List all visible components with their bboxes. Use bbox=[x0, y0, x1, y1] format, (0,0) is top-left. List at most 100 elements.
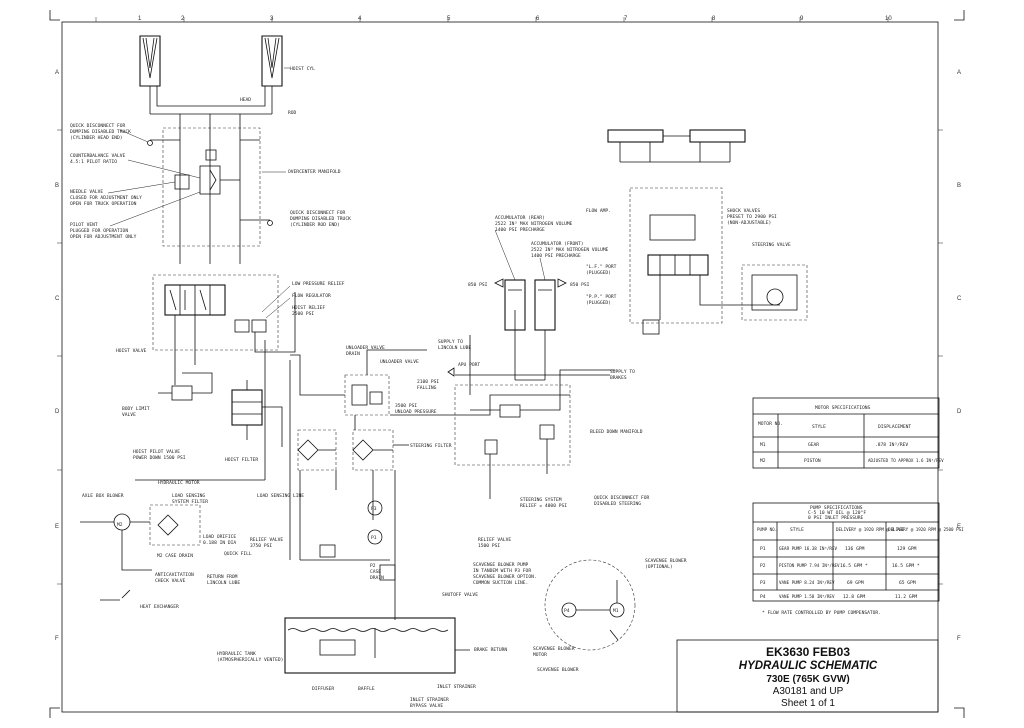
pump-cell: 16.5 GPM * bbox=[840, 563, 868, 569]
scavenge-labels: RELIEF VALVE 1500 PSI SCAVENGE BLOWER PU… bbox=[473, 537, 687, 673]
label-hoist-pilot: HOIST PILOT VALVE bbox=[133, 449, 180, 455]
label-apu-port: APU PORT bbox=[458, 362, 480, 368]
label-line: COMMON SUCTION LINE. bbox=[473, 580, 528, 586]
label-p2-case: P2 bbox=[370, 563, 376, 569]
overcenter-labels: QUICK DISCONNECT FOR DUMPING DISABLED TR… bbox=[70, 123, 351, 240]
label-supply-brakes: SUPPLY TO bbox=[610, 369, 635, 375]
motor-cell: ADJUSTED TO APPROX 1.6 IN³/REV bbox=[868, 458, 944, 463]
label-line: OPEN FOR TRUCK OPERATION bbox=[70, 201, 137, 207]
label-line: 1400 PSI PRECHARGE bbox=[495, 227, 545, 233]
body-limit-and-pilot: BODY LIMIT VALVE HOIST PILOT VALVE POWER… bbox=[122, 372, 283, 463]
label-m2-case: M2 CASE DRAIN bbox=[157, 553, 193, 559]
label-flow-regulator: FLOW REGULATOR bbox=[292, 293, 331, 299]
label-hydraulic-tank: HYDRAULIC TANK bbox=[217, 651, 256, 657]
grid-row: E bbox=[957, 524, 961, 530]
label-line: (CYLINDER ROD END) bbox=[290, 222, 340, 228]
pump-header: STYLE bbox=[790, 527, 804, 533]
label-body-limit: BODY LIMIT bbox=[122, 406, 150, 412]
motor-spec-table: MOTOR SPECIFICATIONS MOTOR NO. STYLE DIS… bbox=[752, 397, 944, 469]
label-load-sensing-filter: LOAD SENSING bbox=[172, 493, 205, 499]
model: 730E (765K GVW) bbox=[766, 674, 849, 685]
label-hydraulic-motor: HYDRAULIC MOTOR bbox=[158, 480, 200, 486]
label-line: DRAIN bbox=[370, 575, 384, 581]
label-pilot-vent: PILOT VENT bbox=[70, 222, 98, 228]
label-lf-port: "L.F." PORT bbox=[586, 264, 617, 270]
label-line: OPEN FOR ADJUSTMENT ONLY bbox=[70, 234, 137, 240]
grid-col: 1 bbox=[138, 16, 142, 22]
pumps-and-motors: AXLE BOX BLOWER HYDRAULIC MOTOR LOAD SEN… bbox=[80, 480, 636, 651]
pump-header: PUMP NO. bbox=[757, 527, 777, 532]
motor-header: MOTOR NO. bbox=[758, 421, 783, 427]
label-overcenter: OVERCENTER MANIFOLD bbox=[288, 169, 341, 175]
motor-cell: .878 IN³/REV bbox=[875, 442, 908, 448]
title-block: EK3630 FEB03 HYDRAULIC SCHEMATIC 730E (7… bbox=[676, 639, 939, 713]
pump-cell: VANE PUMP 1.58 IN³/REV bbox=[779, 594, 835, 599]
grid-row: D bbox=[957, 409, 962, 415]
label-line: DUMPING DISABLED TRUCK bbox=[70, 129, 131, 135]
label-pp-port: "P.P." PORT bbox=[586, 294, 617, 300]
label-steering-filter: STEERING FILTER bbox=[410, 443, 452, 449]
hoist-valve: HOIST VALVE LOW PRESSURE RELIEF FLOW REG… bbox=[116, 274, 345, 385]
motor-cell: PISTON bbox=[804, 458, 821, 464]
grid-col: 5 bbox=[447, 16, 451, 22]
drawing-frame bbox=[61, 21, 939, 713]
label-line: DUMPING DISABLED TRUCK bbox=[290, 216, 351, 222]
grid-row: C bbox=[957, 296, 962, 302]
grid-col: 6 bbox=[536, 16, 540, 22]
label-supply-lincoln: SUPPLY TO bbox=[438, 339, 463, 345]
grid-col: 8 bbox=[712, 16, 716, 22]
label-inlet-bypass: INLET STRAINER bbox=[410, 697, 449, 703]
pump-cell: P3 bbox=[760, 580, 766, 586]
label-m2: M2 bbox=[117, 522, 123, 528]
grid-row: A bbox=[55, 70, 59, 76]
label-line: 0.188 IN DIA bbox=[203, 540, 236, 546]
motor-cell: M1 bbox=[760, 442, 766, 448]
grid-row: F bbox=[957, 636, 961, 642]
pump-cell: 129 GPM bbox=[897, 546, 917, 552]
pump-cell: GEAR PUMP 16.38 IN³/REV bbox=[779, 546, 837, 551]
label-hoist-relief: HOIST RELIEF bbox=[292, 305, 325, 311]
pump-cell: 16.5 GPM * bbox=[892, 563, 920, 569]
label-quick-disc-rod: QUICK DISCONNECT FOR bbox=[290, 210, 346, 216]
label-line: DRAIN bbox=[346, 351, 360, 357]
label-line: (ATMOSPHERICALLY VENTED) bbox=[217, 657, 283, 663]
label-line: CLOSED FOR ADJUSTMENT ONLY bbox=[70, 195, 142, 201]
motor-cell: M2 bbox=[760, 458, 766, 464]
grid-row: B bbox=[55, 183, 59, 189]
grid-row-labels: A B C D E F A B C D E F bbox=[55, 70, 962, 642]
label-unloader-drain: UNLOADER VALVE bbox=[346, 345, 385, 351]
label-line: BRAKES bbox=[610, 375, 627, 381]
label-shutoff: SHUTOFF VALVE bbox=[442, 592, 478, 598]
label-line: SYSTEM FILTER bbox=[172, 499, 208, 505]
grid-col: 9 bbox=[800, 16, 804, 22]
pump-table-title: PUMP SPECIFICATIONS bbox=[810, 505, 863, 511]
pump-header: DELIVERY @ 1920 RPM @ 2500 PSI bbox=[888, 527, 964, 532]
label-line: 1500 PSI bbox=[478, 543, 500, 549]
label-line: MOTOR bbox=[533, 652, 547, 658]
label-brake-return: BRAKE RETURN bbox=[474, 647, 507, 653]
grid-col: 2 bbox=[181, 16, 185, 22]
label-shock-valves: SHOCK VALVES bbox=[727, 208, 760, 214]
label-axle-box: AXLE BOX BLOWER bbox=[82, 493, 124, 499]
label-accum-front: ACCUMULATOR (FRONT) bbox=[531, 241, 584, 247]
label-line: PRESET TO 2900 PSI bbox=[727, 214, 777, 220]
label-line: 2522 IN³ MAX NITROGEN VOLUME bbox=[531, 247, 609, 253]
label-quick-disc-head: QUICK DISCONNECT FOR bbox=[70, 123, 126, 129]
label-line: FALLING bbox=[417, 385, 437, 391]
grid-col: 7 bbox=[624, 16, 628, 22]
pump-cell: 69 GPM bbox=[847, 580, 864, 586]
label-steering-valve: STEERING VALVE bbox=[752, 242, 791, 248]
grid-row: E bbox=[55, 524, 59, 530]
pump-header: DELIVERY @ 1920 RPM @ 0 PSI bbox=[836, 527, 905, 532]
label-hoist-valve: HOIST VALVE bbox=[116, 348, 147, 354]
label-line: 1400 PSI PRECHARGE bbox=[531, 253, 581, 259]
label-flow-amp: FLOW AMP. bbox=[586, 208, 611, 214]
label-line: 2500 PSI bbox=[292, 311, 314, 317]
steering-cylinders: FLOW AMP. SHOCK VALVES PRESET TO 2900 PS… bbox=[586, 129, 808, 335]
label-low-pressure-relief: LOW PRESSURE RELIEF bbox=[292, 281, 345, 287]
grid-row: A bbox=[957, 70, 961, 76]
label-bleed-down: BLEED DOWN MANIFOLD bbox=[590, 429, 643, 435]
label-load-orifice: LOAD ORIFICE bbox=[203, 534, 236, 540]
label-line: LINCOLN LUBE bbox=[438, 345, 471, 351]
